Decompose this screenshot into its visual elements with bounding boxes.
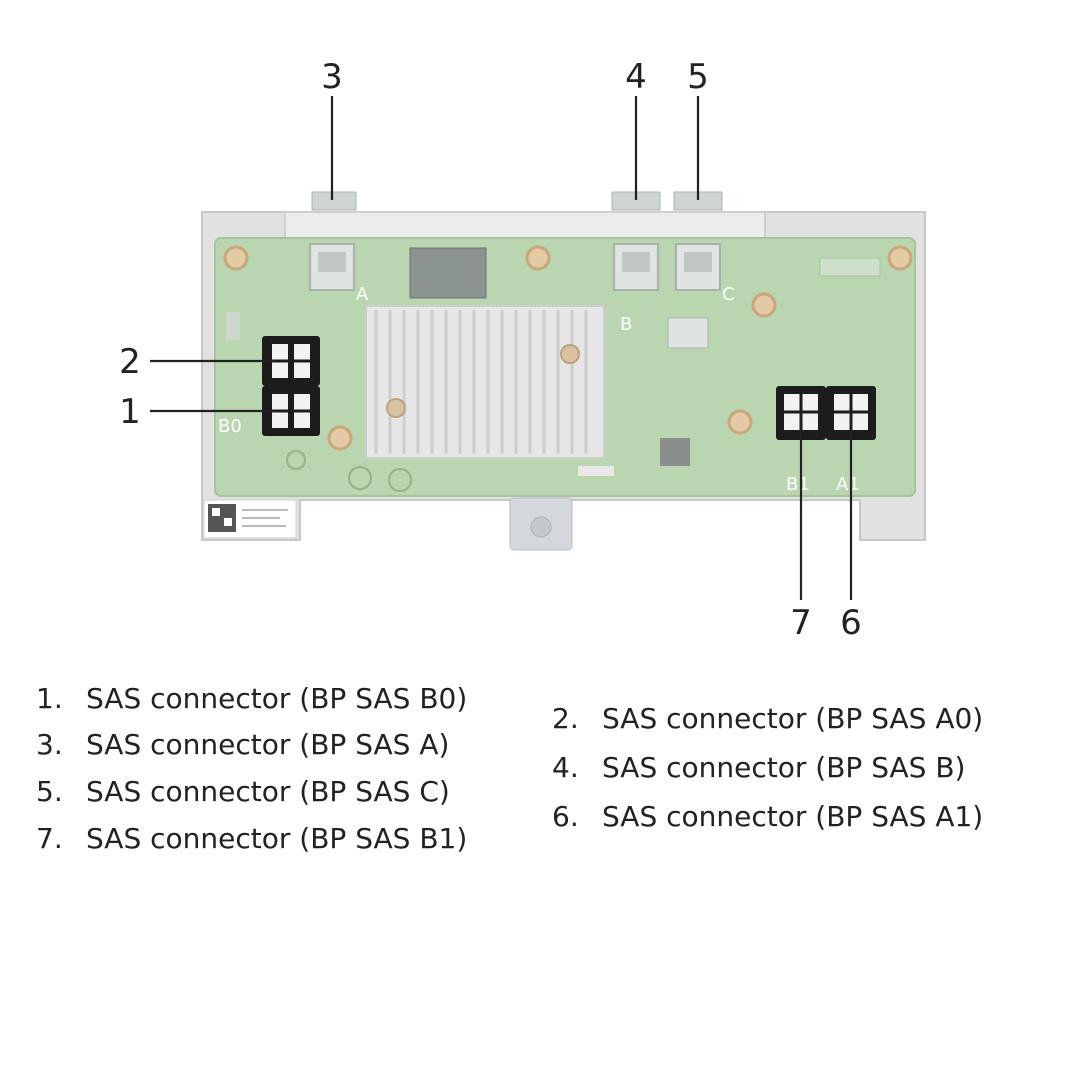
- silk-label-c: C: [722, 284, 735, 305]
- legend-number: 6.: [552, 800, 579, 833]
- silk-label-a1: A1: [836, 474, 860, 495]
- legend-text: SAS connector (BP SAS B): [602, 751, 966, 784]
- legend-text: SAS connector (BP SAS B1): [86, 822, 468, 855]
- callout-2: 2: [119, 342, 141, 382]
- legend-text: SAS connector (BP SAS B0): [86, 682, 468, 715]
- top-connector-b: [611, 191, 661, 291]
- legend-text: SAS connector (BP SAS C): [86, 775, 450, 808]
- callout-1: 1: [119, 392, 141, 432]
- legend-right-column: 2. SAS connector (BP SAS A0) 4. SAS conn…: [552, 702, 1052, 842]
- silk-label-b1: B1: [786, 474, 810, 495]
- callout-5: 5: [687, 57, 709, 97]
- heatsink: [365, 305, 605, 459]
- connector-a0: [262, 336, 320, 386]
- callout-4: 4: [625, 57, 647, 97]
- legend-number: 7.: [36, 822, 63, 855]
- silk-label-b0: B0: [218, 416, 242, 437]
- silk-label-b: B: [620, 314, 632, 335]
- top-connector-c: [673, 191, 723, 291]
- callout-6: 6: [840, 603, 862, 643]
- legend-left-column: 1. SAS connector (BP SAS B0) 3. SAS conn…: [36, 682, 536, 862]
- qr-sticker: [203, 499, 297, 539]
- legend-number: 2.: [552, 702, 579, 735]
- legend-number: 3.: [36, 728, 63, 761]
- legend-text: SAS connector (BP SAS A0): [602, 702, 984, 735]
- connector-b0: [262, 386, 320, 436]
- callout-7: 7: [790, 603, 812, 643]
- legend-number: 4.: [552, 751, 579, 784]
- callout-3: 3: [321, 57, 343, 97]
- raid-controller-diagram: A B C B0 B1 A1 3 4 5 2 1 7 6: [119, 57, 926, 643]
- legend-text: SAS connector (BP SAS A): [86, 728, 450, 761]
- legend-text: SAS connector (BP SAS A1): [602, 800, 984, 833]
- silk-label-a: A: [356, 284, 369, 305]
- legend-number: 1.: [36, 682, 63, 715]
- legend-number: 5.: [36, 775, 63, 808]
- top-connector-a: [309, 191, 357, 291]
